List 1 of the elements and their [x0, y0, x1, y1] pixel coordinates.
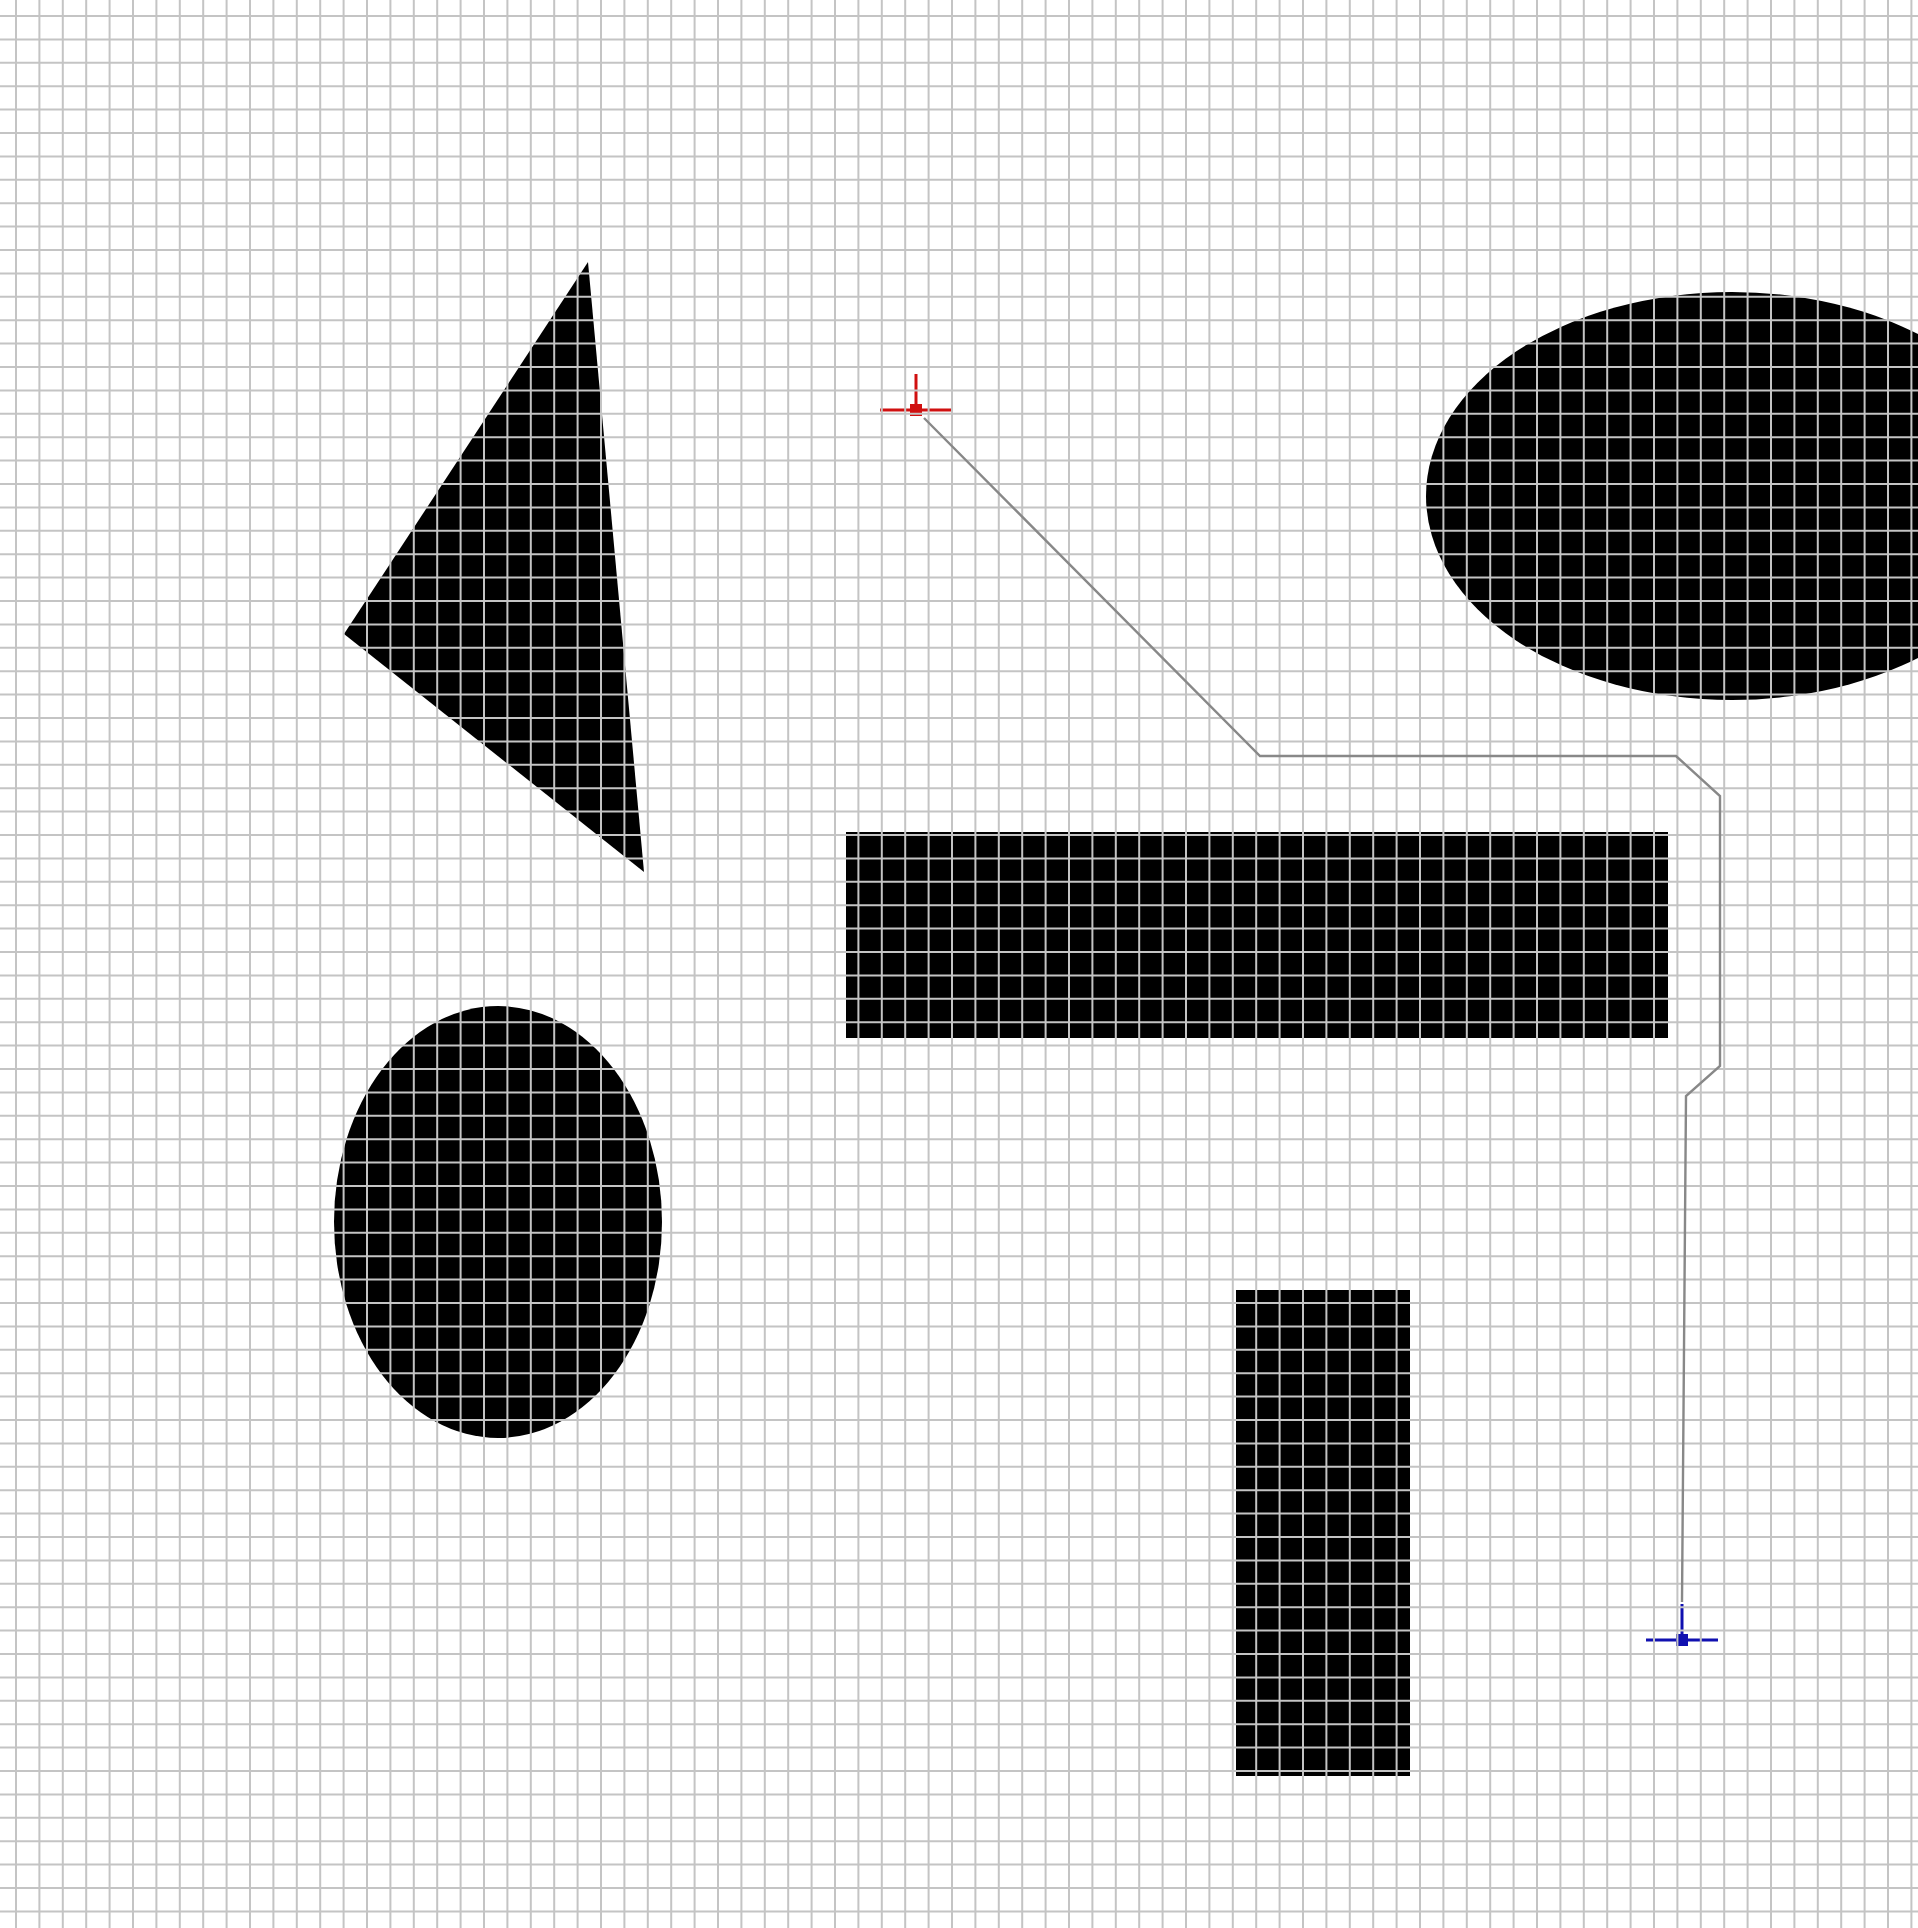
path-line [923, 417, 1722, 1602]
